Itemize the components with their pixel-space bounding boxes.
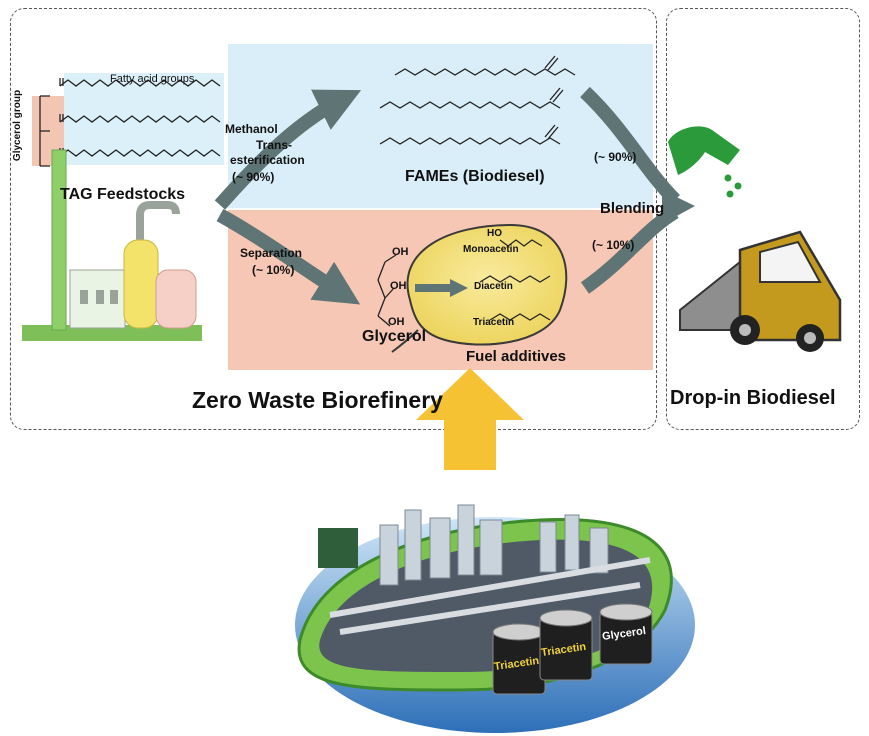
monoacetin-label: Monoacetin: [463, 244, 519, 255]
barrel-3: [599, 603, 653, 665]
methanol-label: Methanol: [225, 122, 278, 136]
tag-feedstocks-label: TAG Feedstocks: [60, 186, 186, 203]
glycerol-molecule: [377, 254, 397, 327]
fames-label: FAMEs (Biodiesel): [405, 168, 545, 185]
oh-label-1: OH: [392, 246, 409, 258]
separation-arrow: [216, 208, 361, 305]
blend-bottom-pct: (~ 10%): [592, 238, 635, 252]
cell-illustration: [391, 223, 568, 353]
esterification-label: esterification: [230, 153, 305, 167]
triacetin-label: Triacetin: [473, 317, 515, 328]
blend-top-arrow: [580, 86, 680, 205]
fatty-acid-label: Fatty acid groups: [110, 73, 195, 85]
fuel-pump-icon: [668, 126, 742, 198]
oh-label-2: OH: [390, 280, 407, 292]
oh-label-3: OH: [388, 316, 405, 328]
glycerol-group-label: Glycerol group: [12, 89, 24, 162]
biorefinery-title: Zero Waste Biorefinery: [192, 387, 443, 413]
factory-illustration: [22, 149, 202, 341]
barrel-2: [539, 609, 593, 681]
transesterification-arrow: [214, 89, 362, 210]
glycerol-label: Glycerol: [362, 328, 427, 345]
blend-top-pct: (~ 90%): [594, 150, 637, 164]
diacetin-label: Diacetin: [474, 281, 513, 292]
separation-label: Separation: [240, 246, 303, 260]
fuel-additives-label: Fuel additives: [466, 348, 567, 365]
barrel-1: [492, 623, 546, 695]
fame-molecules: [379, 55, 576, 145]
blend-merge-arrow: [662, 190, 695, 224]
biodiesel-title: Drop-in Biodiesel: [670, 387, 836, 409]
ho-label: HO: [487, 228, 502, 239]
separation-yield: (~ 10%): [252, 263, 295, 277]
tag-molecule: [39, 78, 221, 167]
trans-label: Trans-: [256, 138, 293, 152]
blending-label: Blending: [600, 200, 665, 217]
transesterification-yield: (~ 90%): [232, 170, 275, 184]
truck-icon: [679, 230, 842, 352]
upward-arrow: [416, 368, 524, 470]
